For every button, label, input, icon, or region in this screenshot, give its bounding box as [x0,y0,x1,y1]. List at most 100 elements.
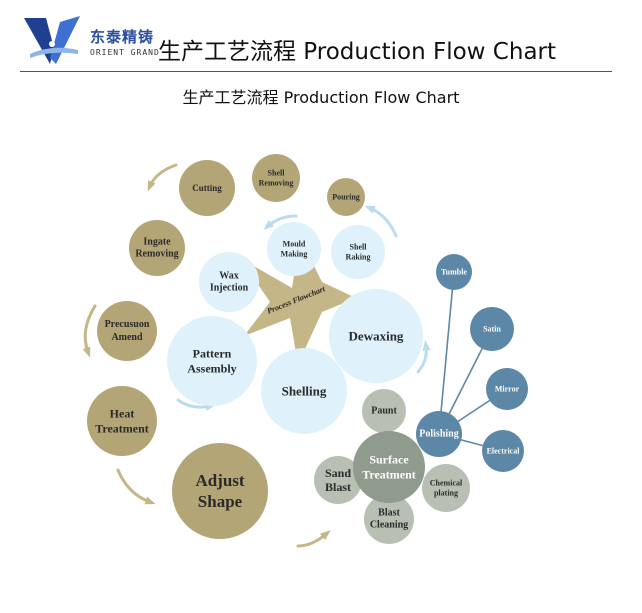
node-label-sand-blast: Blast [325,480,351,494]
node-polishing: Polishing [416,411,462,457]
node-label-chemical-plating: Chemical [430,479,463,488]
node-circle-sand-blast [314,456,362,504]
node-label-dewaxing: Dewaxing [349,329,404,344]
node-label-shell-raking: Shell [350,243,368,252]
node-label-mould-making: Mould [283,240,306,249]
node-cutting: Cutting [179,160,235,216]
node-label-adjust-shape: Shape [198,492,243,511]
node-circle-electrical [482,430,524,472]
node-satin: Satin [470,307,514,351]
node-circle-precusuon-amend [97,301,157,361]
node-pouring: Pouring [327,178,365,216]
node-tumble: Tumble [436,254,472,290]
node-label-electrical: Electrical [487,447,521,456]
logo-icon [24,16,80,64]
node-circle-blast-cleaning [364,494,414,544]
node-label-surface-treatment: Treatment [362,468,416,482]
node-label-mirror: Mirror [495,385,520,394]
node-circle-wax-injection [199,252,259,312]
node-label-shell-raking: Raking [346,253,371,262]
node-mirror: Mirror [486,368,528,410]
node-label-pattern-assembly: Assembly [187,362,236,376]
node-shelling: Shelling [261,348,347,434]
node-label-paunt: Paunt [371,406,397,417]
node-electrical: Electrical [482,430,524,472]
page-subtitle: 生产工艺流程 Production Flow Chart [182,88,460,107]
process-flowchart-star [240,238,356,364]
arrow-to-precusuon [83,304,97,354]
node-circle-pattern-assembly [167,316,257,406]
arrow-to-precusuon-head [82,346,91,358]
flow-arrows [82,163,431,548]
node-label-surface-treatment: Surface [369,453,409,467]
logo-chinese-text: 东泰精铸 [90,28,155,46]
node-circle-polishing [416,411,462,457]
node-label-cutting: Cutting [192,183,222,193]
arrow-to-adjust-shape-head [144,496,156,505]
node-label-adjust-shape: Adjust [195,471,244,490]
arrow-to-cutting-head [147,180,156,192]
node-label-wax-injection: Wax [219,271,238,282]
header: 东泰精铸 ORIENT GRAND 生产工艺流程 Production Flow… [0,0,642,78]
node-label-precusuon-amend: Amend [111,332,143,343]
node-label-ingate-removing: Removing [135,249,178,260]
node-circle-heat-treatment [87,386,157,456]
node-circle-adjust-shape [172,443,268,539]
header-divider [20,71,612,72]
node-label-shell-removing: Shell [268,169,286,178]
node-circle-shell-removing [252,154,300,202]
node-circle-surface-treatment [353,431,425,503]
page-title: 生产工艺流程 Production Flow Chart [158,39,557,65]
node-circle-chemical-plating [422,464,470,512]
arrow-to-mould-head [263,220,274,230]
node-label-heat-treatment: Heat [110,407,135,421]
arrow-to-surface-head [320,530,331,540]
node-label-mould-making: Making [281,250,308,259]
node-circle-dewaxing [329,289,423,383]
node-label-pouring: Pouring [332,193,360,202]
node-label-wax-injection: Injection [210,283,249,294]
node-label-chemical-plating: plating [434,489,458,498]
node-circle-shelling [261,348,347,434]
node-dewaxing: Dewaxing [329,289,423,383]
node-label-polishing: Polishing [419,429,458,440]
arrow-to-adjust-shape [116,468,152,504]
node-label-shelling: Shelling [282,384,327,399]
node-label-ingate-removing: Ingate [143,237,171,248]
node-circle-shell-raking [331,225,385,279]
node-label-blast-cleaning: Blast [378,508,400,519]
arrow-to-pouring-head [364,205,376,214]
process-nodes: CuttingShellRemovingPouringIngateRemovin… [87,154,528,544]
node-circle-mirror [486,368,528,410]
node-label-tumble: Tumble [441,268,467,277]
node-label-satin: Satin [483,325,501,334]
node-label-precusuon-amend: Precusuon [105,319,150,330]
node-label-heat-treatment: Treatment [95,422,149,436]
arrow-to-polishing-group-head [422,340,431,351]
arrow-to-cutting [148,163,178,188]
node-paunt: Paunt [362,389,406,433]
node-circle-paunt [362,389,406,433]
node-label-sand-blast: Sand [325,466,351,480]
center-star-group: Process Flowchart [240,238,356,364]
node-label-blast-cleaning: Cleaning [370,520,408,531]
node-label-pattern-assembly: Pattern [193,347,232,361]
node-circle-cutting [179,160,235,216]
node-circle-pouring [327,178,365,216]
node-circle-satin [470,307,514,351]
node-label-shell-removing: Removing [259,179,294,188]
connector-tumble [438,271,455,435]
